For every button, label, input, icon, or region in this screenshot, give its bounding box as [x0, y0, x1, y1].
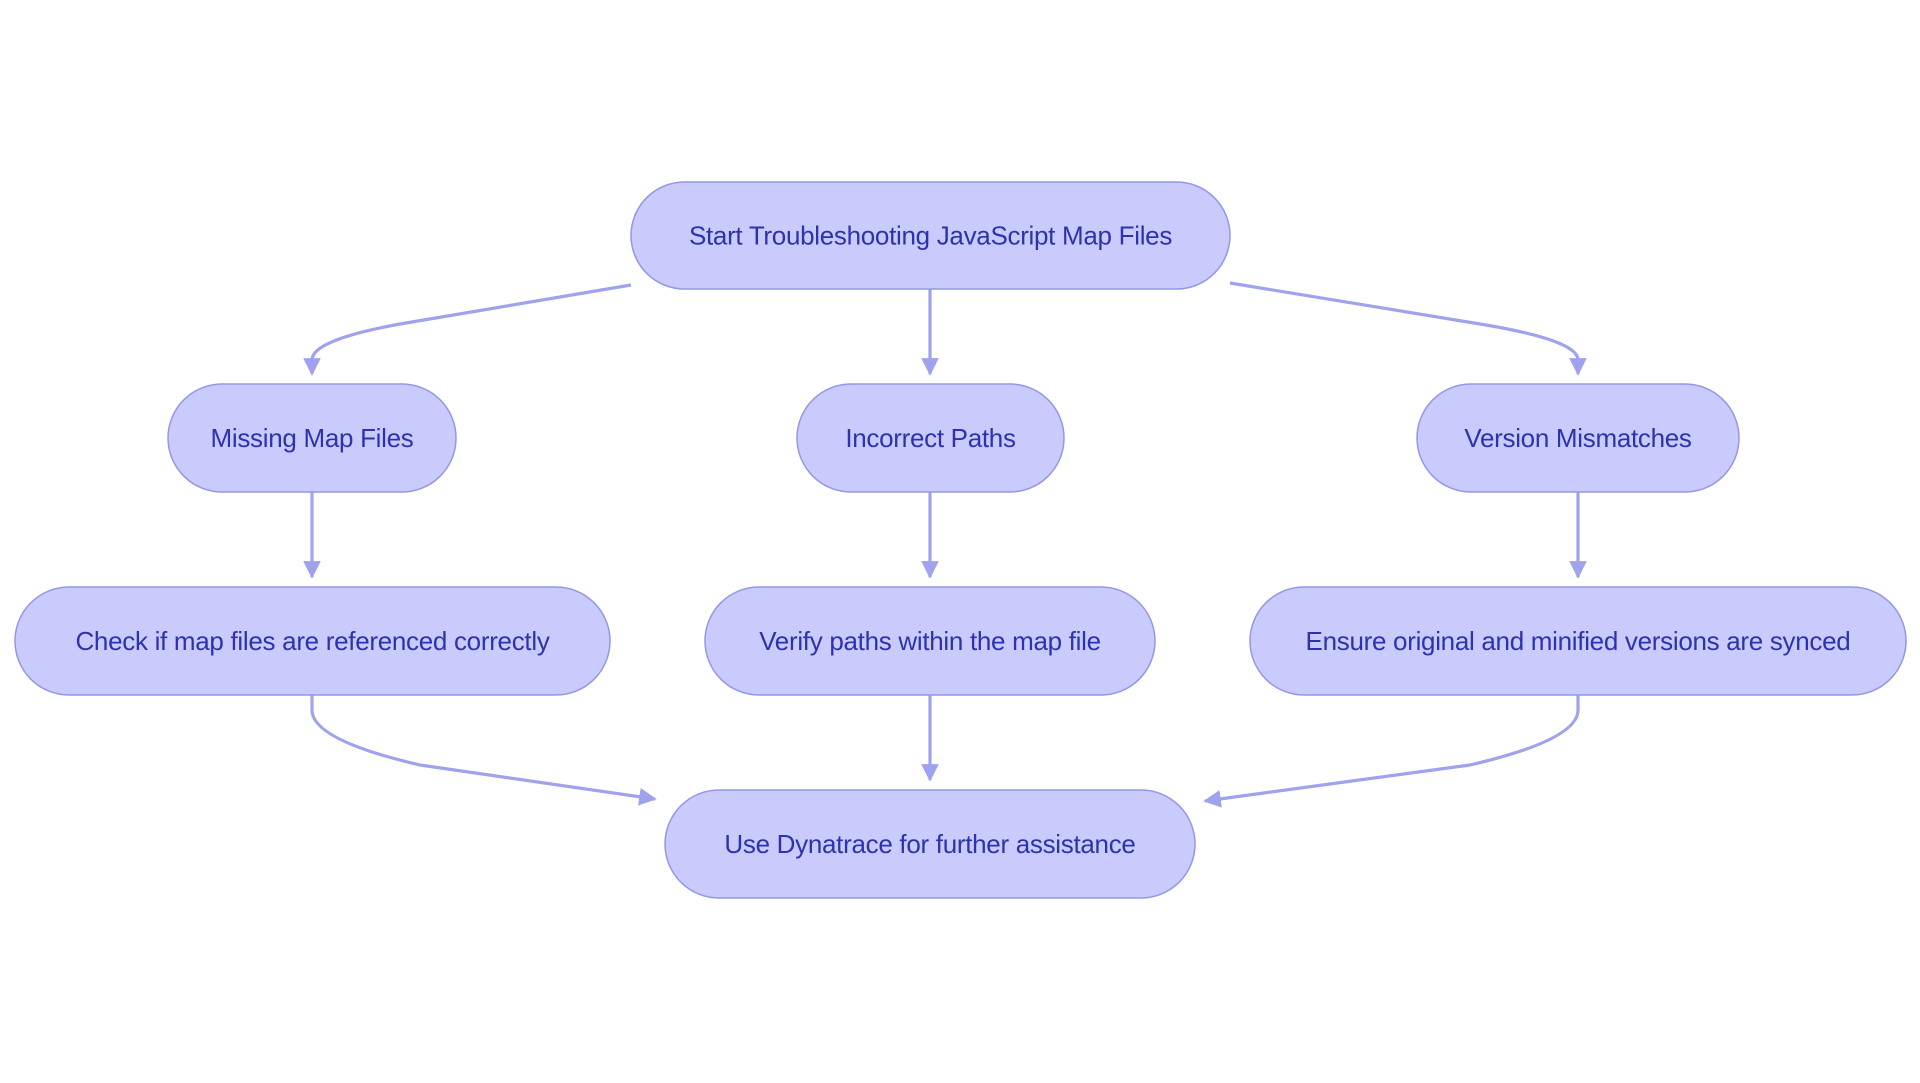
node-paths-shape [796, 383, 1065, 493]
node-start-shape [630, 181, 1231, 290]
edge-ensure-to-dynatrace [1203, 695, 1580, 808]
node-dynatrace-label: Use Dynatrace for further assistance [724, 829, 1135, 859]
node-verify-shape [704, 586, 1156, 696]
edge-start-to-missing [303, 283, 632, 376]
node-missing-map-files[interactable]: Missing Map Files [167, 383, 457, 493]
node-check-label: Check if map files are referenced correc… [75, 626, 549, 656]
node-missing-label: Missing Map Files [211, 423, 414, 453]
node-version-shape [1416, 383, 1740, 493]
node-dynatrace-shape [664, 789, 1196, 899]
node-version-label: Version Mismatches [1464, 423, 1692, 453]
node-ensure-label: Ensure original and minified versions ar… [1306, 626, 1851, 656]
node-paths-label: Incorrect Paths [845, 423, 1016, 453]
node-check-shape [14, 586, 611, 696]
node-check-references[interactable]: Check if map files are referenced correc… [14, 586, 611, 696]
node-verify-paths[interactable]: Verify paths within the map file [704, 586, 1156, 696]
node-version-mismatches[interactable]: Version Mismatches [1416, 383, 1740, 493]
node-ensure-shape [1249, 586, 1907, 696]
node-missing-shape [167, 383, 457, 493]
node-ensure-synced[interactable]: Ensure original and minified versions ar… [1249, 586, 1907, 696]
node-incorrect-paths[interactable]: Incorrect Paths [796, 383, 1065, 493]
edges [303, 281, 1587, 808]
node-start-label: Start Troubleshooting JavaScript Map Fil… [689, 221, 1172, 251]
node-verify-label: Verify paths within the map file [759, 626, 1101, 656]
node-use-dynatrace[interactable]: Use Dynatrace for further assistance [664, 789, 1196, 899]
edge-start-to-version [1229, 281, 1587, 376]
node-start[interactable]: Start Troubleshooting JavaScript Map Fil… [630, 181, 1231, 290]
edge-check-to-dynatrace [310, 695, 657, 806]
